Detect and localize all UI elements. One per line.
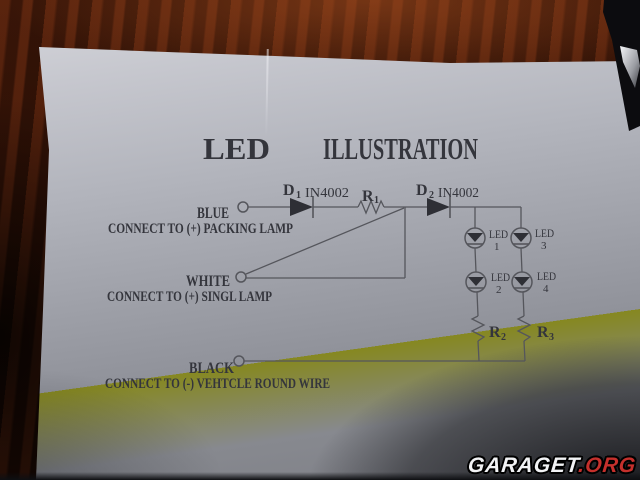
d1-label: D: [283, 182, 295, 199]
page-title-illustration: ILLUSTRATION: [323, 131, 478, 166]
white-terminal-label: WHITE: [186, 273, 230, 290]
page-title-led: LED: [203, 131, 270, 166]
led1-label: LED: [489, 227, 508, 241]
d1-label-sub: 1: [296, 190, 301, 201]
paper-bottom-shadow: [0, 472, 640, 480]
led2-symbol: [465, 271, 487, 293]
resistor-r1-symbol: [357, 199, 385, 215]
d2-label-sub: 2: [429, 190, 434, 201]
wire-led3-led4: [520, 247, 523, 273]
wire-led2-r2: [476, 291, 479, 317]
led2-triangle: [468, 277, 484, 286]
wire-led1-led2: [474, 247, 477, 273]
wire-r3-bottom: [523, 340, 526, 362]
watermark-brand: GARAGET: [466, 454, 580, 477]
r3-label: R: [537, 324, 549, 341]
led3-number: 3: [541, 240, 547, 252]
diode-d2-symbol: [427, 198, 450, 216]
white-terminal-connect-text: CONNECT TO (+) SINGL LAMP: [107, 289, 272, 305]
led4-label: LED: [537, 269, 556, 283]
led2-number: 2: [496, 284, 502, 296]
black-object-highlight: [620, 46, 640, 88]
led3-label: LED: [535, 226, 554, 240]
garaget-watermark: GARAGET.ORG: [467, 454, 638, 478]
led2-label: LED: [491, 270, 510, 284]
r1-label-sub: 1: [374, 195, 379, 206]
black-terminal-connect-text: CONNECT TO (-) VEHTCLE ROUND WIRE: [105, 376, 330, 392]
led1-triangle: [467, 233, 483, 242]
watermark-suffix: .ORG: [577, 454, 638, 477]
resistor-r2-symbol: [470, 315, 486, 342]
led4-symbol: [511, 271, 533, 293]
d2-label: D: [416, 182, 428, 199]
r2-label-sub: 2: [501, 332, 506, 343]
led3-triangle: [513, 233, 529, 242]
led4-number: 4: [543, 283, 549, 295]
wire-r2-bottom: [477, 340, 480, 362]
black-object-corner: [603, 0, 640, 131]
diode-d1-symbol: [290, 198, 313, 216]
black-terminal-node: [233, 355, 245, 367]
resistor-r3-symbol: [516, 315, 532, 342]
wire-white-diagonal: [245, 207, 405, 275]
r2-label: R: [489, 324, 501, 341]
r1-label: R: [362, 188, 374, 205]
blue-terminal-connect-text: CONNECT TO (+) PACKING LAMP: [108, 221, 293, 237]
blue-terminal-label: BLUE: [197, 205, 229, 222]
white-terminal-node: [235, 271, 247, 283]
blue-terminal-node: [237, 201, 249, 213]
black-terminal-label: BLACK: [189, 360, 234, 377]
led1-number: 1: [494, 241, 500, 253]
d1-part-number: IN4002: [305, 185, 349, 200]
r3-label-sub: 3: [549, 332, 554, 343]
wire-led4-r3: [522, 291, 525, 317]
d2-part-number: IN4002: [438, 185, 479, 200]
led4-triangle: [514, 277, 530, 286]
